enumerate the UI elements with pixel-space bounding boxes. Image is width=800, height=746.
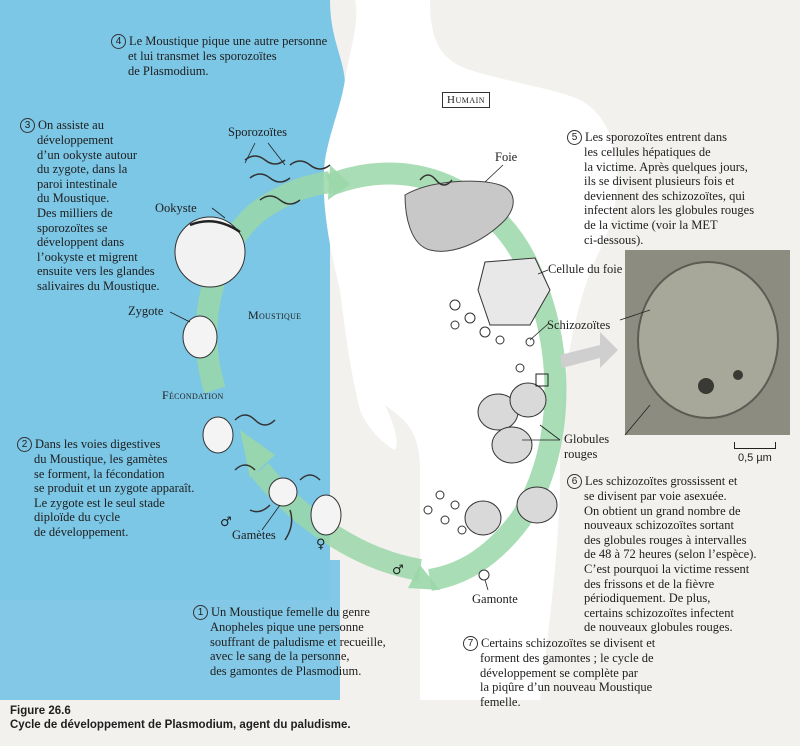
female-gamete	[310, 494, 342, 536]
step-4-number: 4	[111, 34, 126, 49]
humain-label: Humain	[442, 92, 491, 108]
schizozoites-label: Schizozoïtes	[547, 318, 611, 332]
female-symbol: ♀	[316, 537, 326, 552]
scale-bar	[734, 442, 776, 449]
step-3-number: 3	[20, 118, 35, 133]
zoom-box	[535, 373, 549, 387]
step-1-number: 1	[193, 605, 208, 620]
step-7-number: 7	[463, 636, 478, 651]
moustique-label: Moustique	[248, 308, 302, 322]
step-2-number: 2	[17, 437, 32, 452]
cycle-arrow-left-head	[328, 165, 350, 200]
ookyste-label: Ookyste	[155, 201, 197, 215]
zygote	[182, 315, 218, 359]
step-6-number: 6	[567, 474, 582, 489]
leader-lines	[169, 142, 651, 591]
gametes-label: Gamètes	[232, 528, 276, 542]
tem-dark-spot	[698, 378, 714, 394]
sporozoites-label: Sporozoïtes	[228, 125, 288, 139]
red-blood-cells	[464, 382, 558, 536]
male-symbol-2: ♂	[392, 563, 404, 578]
gametocyte-center	[268, 477, 298, 507]
liver-shape	[404, 180, 514, 252]
caption-body: Cycle de développement de Plasmodium, ag…	[10, 719, 351, 731]
cycle-arrow-right-head	[408, 565, 440, 590]
scale-label: 0,5 µm	[738, 452, 772, 464]
fecondation-label: Fécondation	[162, 388, 224, 402]
zygote-label: Zygote	[128, 304, 164, 318]
globules-label-2: rouges	[564, 447, 598, 461]
ookyste	[174, 216, 246, 288]
figure-caption: Figure 26.6 Cycle de développement de Pl…	[10, 704, 351, 732]
zoom-arrow	[560, 332, 618, 368]
gamonte-cell	[478, 569, 490, 581]
gamonte-label: Gamonte	[472, 592, 518, 606]
tem-dark-spot-2	[733, 370, 743, 380]
fertilization-cell	[202, 416, 234, 454]
schizozoite-dots	[423, 299, 535, 535]
step-5-number: 5	[567, 130, 582, 145]
caption-title: Figure 26.6	[10, 705, 71, 717]
male-symbol-1: ♂	[220, 515, 232, 530]
cellule-du-foie-label: Cellule du foie	[548, 262, 623, 276]
foie-label: Foie	[495, 150, 518, 164]
globules-label-1: Globules	[564, 432, 610, 446]
tem-cell	[637, 261, 779, 419]
liver-cell	[477, 257, 551, 326]
sporozoite-squiggles	[234, 155, 453, 541]
mosquito-zone-lower	[0, 560, 340, 700]
ookyste-wall	[189, 220, 241, 234]
